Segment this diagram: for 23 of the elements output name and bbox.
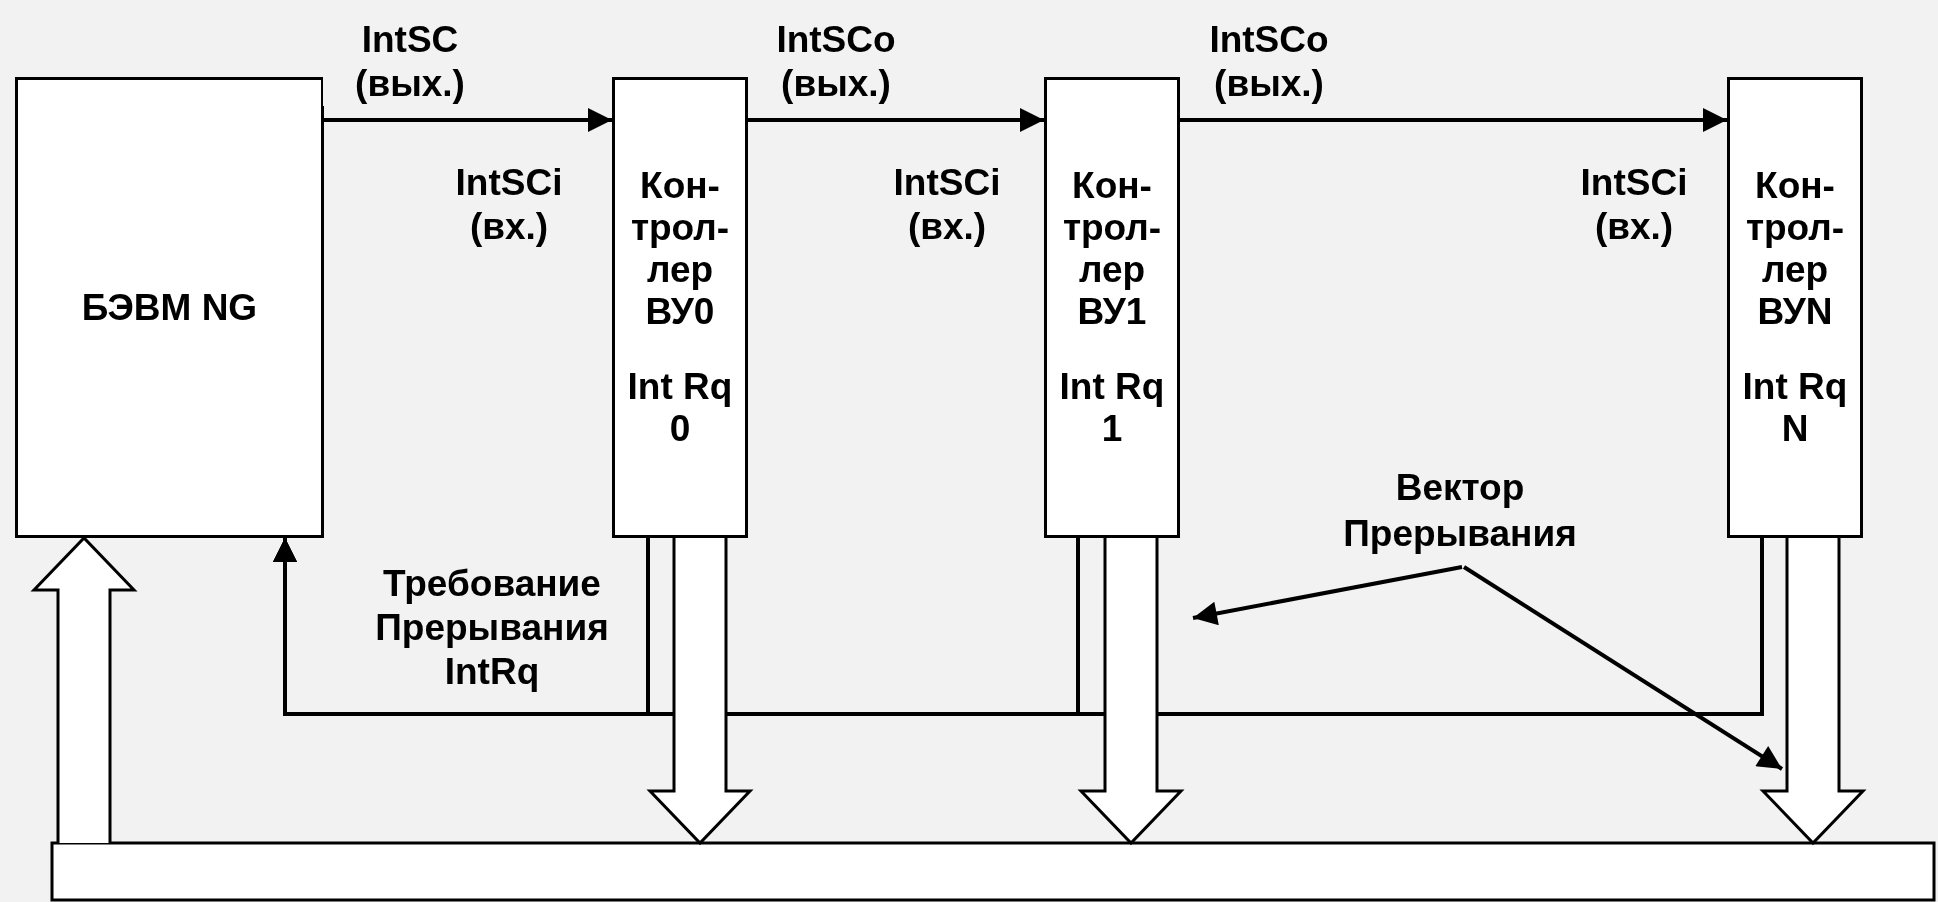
controller-box [1044, 77, 1180, 538]
signal-arrow [324, 108, 612, 132]
box-label: Кон- трол- лер ВУN [1744, 165, 1846, 333]
leader-arrow [1192, 565, 1463, 626]
bus-arrow [1759, 536, 1867, 846]
bus-arrow [1077, 536, 1185, 846]
signal-arrow [273, 538, 1764, 716]
bus-bar [50, 841, 1936, 902]
annotation-text: Вектор Прерывания [1310, 455, 1610, 567]
box-label: БЭВМ NG [81, 286, 258, 329]
box-label: Кон- трол- лер ВУ1 [1061, 165, 1163, 333]
computer-box [15, 77, 324, 538]
box-label: Кон- трол- лер ВУ0 [629, 165, 731, 333]
controller-box [1727, 77, 1863, 538]
bus-arrow [30, 535, 138, 845]
box-label: Int Rq 1 [1058, 366, 1166, 450]
controller-box [612, 77, 748, 538]
signal-arrow [1180, 108, 1727, 132]
leader-arrow [1462, 565, 1784, 771]
signal-arrow [748, 108, 1044, 132]
bus-arrow [646, 536, 754, 846]
box-label: Int Rq 0 [626, 366, 734, 450]
box-label: Int Rq N [1741, 366, 1849, 450]
